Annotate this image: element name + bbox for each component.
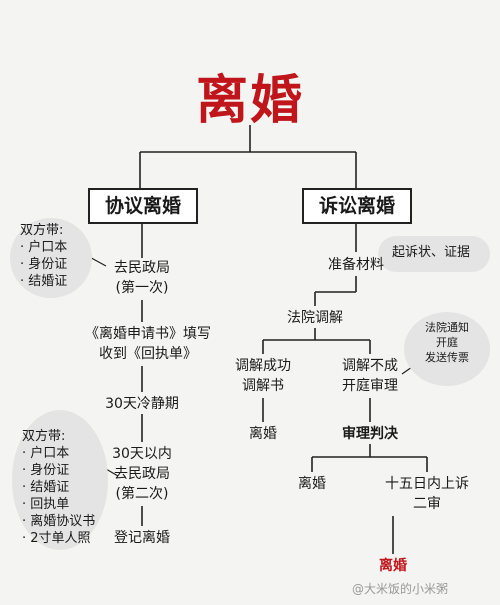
lit-appeal: 十五日内上诉 二审: [367, 474, 487, 514]
agree-step5: 登记离婚: [114, 530, 170, 546]
bring-first-heading: 双方带:: [20, 223, 64, 238]
agree-step4: 30天以内 去民政局 (第二次): [92, 444, 192, 504]
lit-fail-line1: 调解不成: [342, 358, 398, 374]
note-blob-1: [10, 218, 92, 298]
agree-step4-line3: (第二次): [115, 486, 169, 502]
bring-list-second: 双方带: · 户口本 · 身份证 · 结婚证 · 回执单 · 离婚协议书 · 2…: [22, 428, 95, 547]
lit-success-result: 离婚: [249, 426, 277, 442]
lit-final-result: 离婚: [379, 558, 407, 574]
bring-second-item: · 结婚证: [22, 480, 70, 495]
lit-trial: 审理判决: [342, 426, 398, 442]
lit-court-note-line2: 开庭: [436, 336, 458, 349]
agree-step2-line2: 收到《回执单》: [99, 346, 197, 362]
agree-step3: 30天冷静期: [105, 396, 179, 412]
bring-second-item: · 2寸单人照: [22, 531, 91, 546]
lit-success-line1: 调解成功: [235, 358, 291, 374]
agree-step1-line2: (第一次): [115, 280, 169, 296]
page-title: 离婚: [195, 71, 304, 131]
lit-success: 调解成功 调解书: [218, 356, 308, 396]
lit-court-note-line1: 法院通知: [425, 321, 469, 334]
lit-prepare: 准备材料: [328, 257, 384, 273]
lit-trial-result: 离婚: [298, 476, 326, 492]
lit-court-note-line3: 发送传票: [425, 351, 469, 364]
lit-fail: 调解不成 开庭审理: [325, 356, 415, 396]
lit-appeal-line2: 二审: [413, 496, 441, 512]
bring-second-item: · 身份证: [22, 463, 70, 478]
lit-court-note: 法院通知 开庭 发送传票: [414, 320, 480, 365]
agree-step2-line1: 《离婚申请书》填写: [85, 326, 211, 342]
bring-second-item: · 户口本: [22, 446, 70, 461]
bring-first-item: · 户口本: [20, 240, 68, 255]
bring-second-item: · 离婚协议书: [22, 514, 96, 529]
note-blob-3: [378, 236, 490, 272]
lit-appeal-line1: 十五日内上诉: [385, 476, 469, 492]
agree-step4-line2: 去民政局: [114, 466, 170, 482]
agreement-divorce-box: 协议离婚: [88, 188, 198, 224]
agree-step1-line1: 去民政局: [114, 260, 170, 276]
bring-list-first: 双方带: · 户口本 · 身份证 · 结婚证: [20, 222, 67, 290]
lit-success-line2: 调解书: [242, 378, 284, 394]
bring-first-item: · 身份证: [20, 257, 68, 272]
litigation-divorce-box: 诉讼离婚: [302, 188, 412, 224]
agree-step4-line1: 30天以内: [112, 446, 172, 462]
agree-step2: 《离婚申请书》填写 收到《回执单》: [66, 324, 230, 364]
lit-prepare-note: 起诉状、证据: [392, 245, 471, 260]
watermark: @大米饭的小米粥: [352, 582, 449, 596]
bring-second-item: · 回执单: [22, 497, 70, 512]
agree-step1: 去民政局 (第一次): [92, 258, 192, 298]
lit-fail-line2: 开庭审理: [342, 378, 398, 394]
bring-first-item: · 结婚证: [20, 274, 68, 289]
note-blob-2: [12, 410, 108, 550]
note-blob-4: [404, 312, 490, 386]
lit-mediation: 法院调解: [287, 310, 343, 326]
bring-second-heading: 双方带:: [22, 429, 66, 444]
